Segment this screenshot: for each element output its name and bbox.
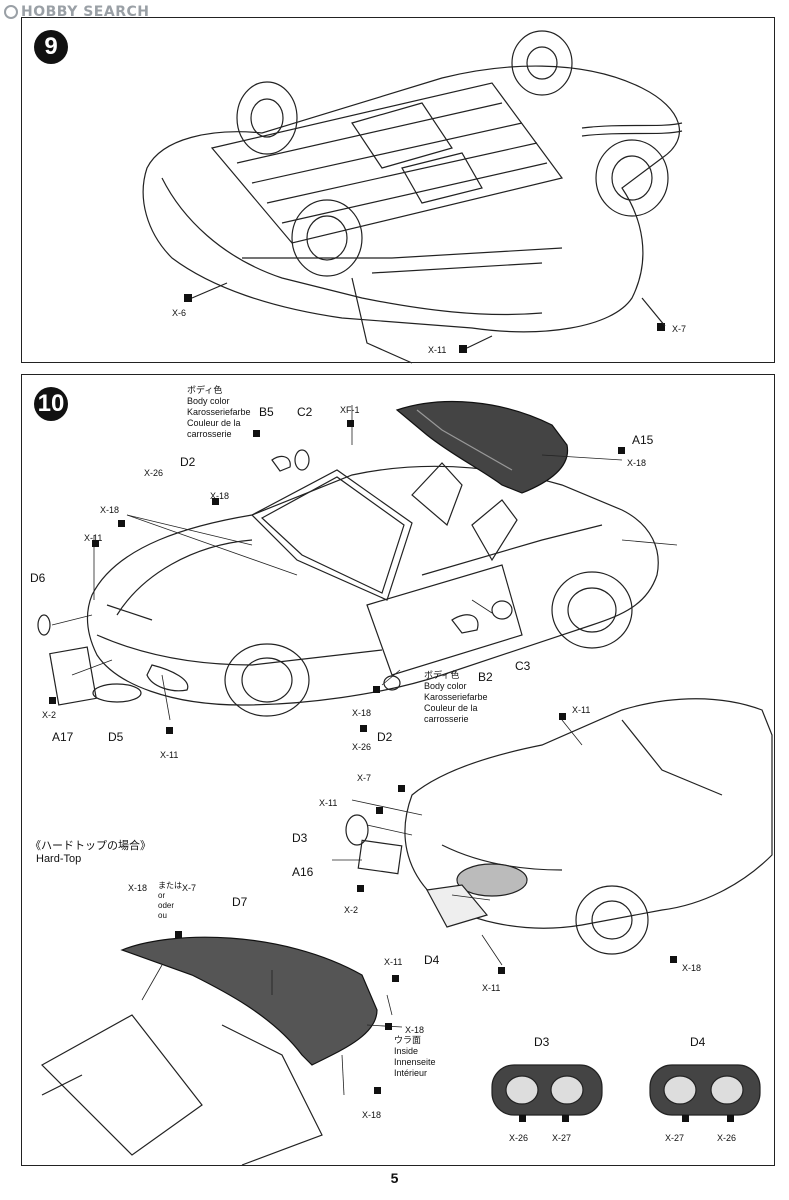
step-10-illustration	[37, 400, 773, 1166]
screw-label: X-11	[319, 798, 338, 808]
part-d6: D6	[30, 571, 46, 585]
screw-label: X-11	[84, 533, 103, 543]
screw-label: X-27	[552, 1133, 572, 1143]
part-xf1: XF-1	[340, 405, 360, 415]
screw-label: X-7	[182, 883, 197, 893]
part-d4-detail: D4	[690, 1035, 706, 1049]
car-body-outline	[86, 465, 659, 706]
part-d2: D2	[377, 730, 393, 744]
page-number: 5	[390, 1170, 399, 1186]
screw-label: X-18	[352, 708, 372, 718]
part-d3-detail: D3	[534, 1035, 550, 1049]
part-d2: D2	[180, 455, 196, 469]
screw-label: X-2	[42, 710, 57, 720]
body-color-note: ボディ色 Body color Karosseriefarbe Couleur …	[187, 385, 251, 439]
screw-label: X-11	[482, 983, 501, 993]
screw-label: X-11	[160, 750, 179, 760]
screw-label: X-18	[100, 505, 120, 515]
screw-label: X-27	[665, 1133, 685, 1143]
part-c2: C2	[297, 405, 313, 419]
screw-label: X-18	[682, 963, 702, 973]
screw-label: X-2	[344, 905, 359, 915]
screw-label: X-7	[357, 773, 372, 783]
screw-label: X-26	[352, 742, 372, 752]
screw-label: X-18	[627, 458, 647, 468]
part-a17: A17	[52, 730, 74, 744]
body-color-note-2: ボディ色 Body color Karosseriefarbe Couleur …	[424, 670, 488, 724]
part-d4: D4	[424, 953, 440, 967]
step-9-panel: 9 X-6 X-7 X-11	[21, 17, 775, 364]
hardtop-a15	[395, 400, 569, 494]
step-10-number: 10	[34, 387, 68, 421]
inside-note: ウラ面 Inside Innenseite Intérieur	[394, 1035, 436, 1078]
screw-label: X-18	[210, 491, 230, 501]
part-d3: D3	[292, 831, 308, 845]
windshield	[251, 469, 413, 601]
hardtop-d7	[120, 936, 378, 1066]
part-a16: A16	[292, 865, 314, 879]
logo-icon	[4, 5, 18, 19]
screw-label: X-11	[384, 957, 403, 967]
screw-label: X-18	[128, 883, 148, 893]
step-10-panel: 10	[21, 374, 775, 1166]
screw-label: X-26	[717, 1133, 737, 1143]
screw-label: X-18	[405, 1025, 425, 1035]
screw-label: X-11	[572, 705, 591, 715]
site-watermark: HOBBY SEARCH	[4, 4, 149, 20]
or-note: または or oder ou	[158, 881, 182, 920]
hardtop-heading-jp: 《ハードトップの場合》	[30, 840, 151, 852]
part-d5: D5	[108, 730, 124, 744]
part-d7: D7	[232, 895, 248, 909]
screw-label: X-26	[144, 468, 164, 478]
part-b5: B5	[259, 405, 274, 419]
step-9-illustration	[142, 30, 683, 364]
screw-label: X-6	[172, 308, 187, 318]
hardtop-heading-en: Hard-Top	[36, 853, 82, 865]
screw-label: X-11	[428, 345, 447, 355]
screw-label: X-7	[672, 324, 687, 334]
part-b2: B2	[478, 670, 493, 684]
screw-label: X-26	[509, 1133, 529, 1143]
screw-label: X-18	[362, 1110, 382, 1120]
part-c3: C3	[515, 659, 531, 673]
part-a15: A15	[632, 433, 654, 447]
step-9-number: 9	[34, 30, 68, 64]
